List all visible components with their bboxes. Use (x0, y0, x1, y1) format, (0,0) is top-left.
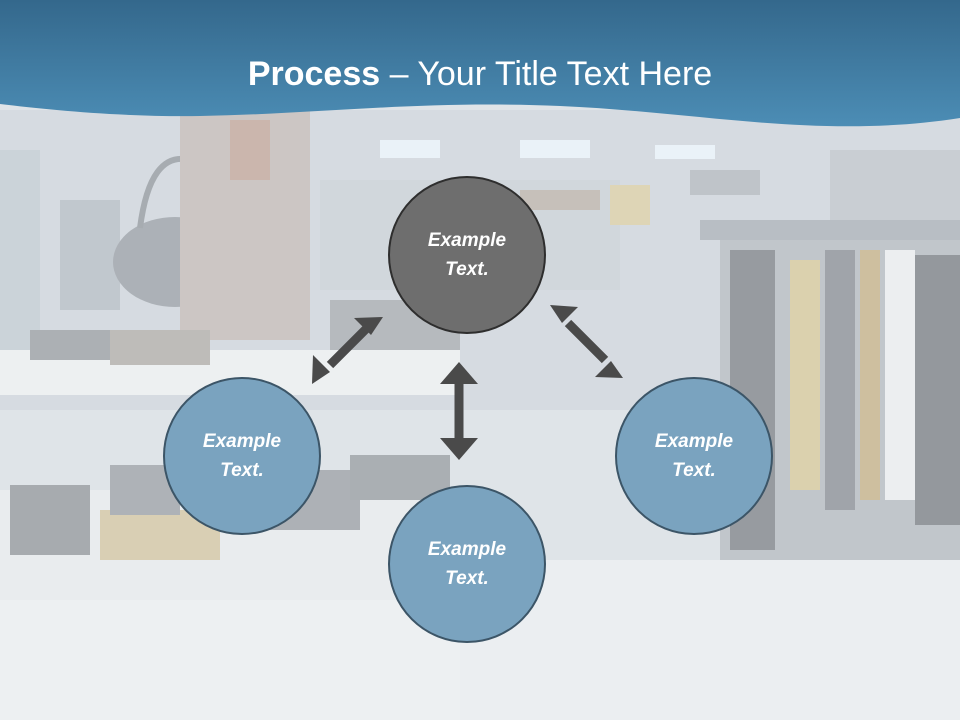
process-node-right: Example Text. (615, 377, 773, 535)
double-arrow-right-icon (550, 305, 623, 378)
title-rest: – Your Title Text Here (380, 55, 713, 93)
double-arrow-vertical-icon (440, 362, 478, 460)
node-bottom-label: Example Text. (427, 539, 507, 589)
process-node-left: Example Text. (163, 377, 321, 535)
page-title: Process – Your Title Text Here (0, 52, 960, 96)
header-band (0, 0, 960, 127)
node-right-label: Example Text. (654, 431, 734, 481)
process-node-top: Example Text. (388, 176, 546, 334)
double-arrow-left-icon (312, 317, 383, 384)
node-top-label: Example Text. (427, 230, 507, 280)
node-left-label: Example Text. (202, 431, 282, 481)
title-bold: Process (247, 55, 381, 93)
process-node-bottom: Example Text. (388, 485, 546, 643)
